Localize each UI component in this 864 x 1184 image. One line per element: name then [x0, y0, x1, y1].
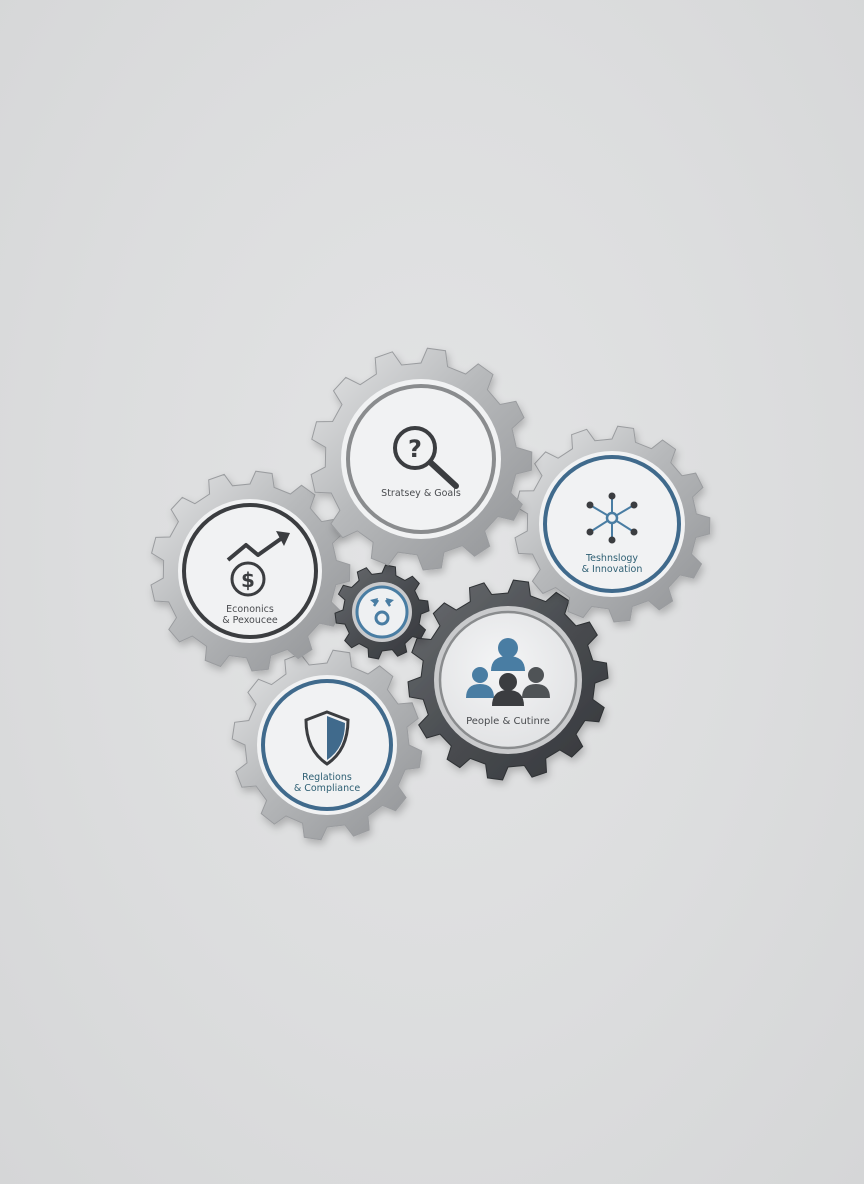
- gear-people: People & Cutinre: [407, 579, 609, 781]
- network-nodes-icon: [586, 492, 638, 544]
- people-group-icon: [466, 638, 550, 706]
- gear-economics-ring: [182, 503, 318, 639]
- gear-technology-ring: [543, 455, 681, 593]
- gear-center: [334, 564, 430, 660]
- gear-regulations-label-line-1: Reglations: [302, 772, 352, 783]
- gear-strategy-ring: [346, 384, 496, 534]
- gear-technology: Teshnslogy & Innovation: [514, 425, 711, 623]
- shield-icon: [304, 710, 350, 766]
- dollar-growth-icon: $: [226, 531, 290, 597]
- gear-economics-label-line-1: Econonics: [226, 604, 274, 615]
- gear-strategy: ? Stratsey & Goals: [310, 347, 533, 571]
- svg-text:$: $: [241, 568, 255, 592]
- gear-people-label-line-1: People & Cutinre: [466, 716, 550, 727]
- gear-technology-label-line-1: Teshnslogy: [585, 553, 638, 564]
- gear-regulations: Reglations & Compliance: [231, 649, 423, 841]
- gear-regulations-label-line-2: & Compliance: [294, 783, 361, 794]
- small-cog-arrows-icon: [370, 598, 394, 626]
- magnifier-question-icon: ?: [393, 426, 459, 489]
- gear-technology-label-line-2: & Innovation: [582, 564, 643, 575]
- gear-economics: $ Econonics & Pexoucee: [150, 470, 351, 672]
- gear-regulations-ring: [261, 679, 393, 811]
- svg-text:?: ?: [408, 435, 422, 463]
- gear-economics-label-line-2: & Pexoucee: [222, 615, 278, 626]
- gear-strategy-label-line-1: Stratsey & Goals: [381, 488, 461, 499]
